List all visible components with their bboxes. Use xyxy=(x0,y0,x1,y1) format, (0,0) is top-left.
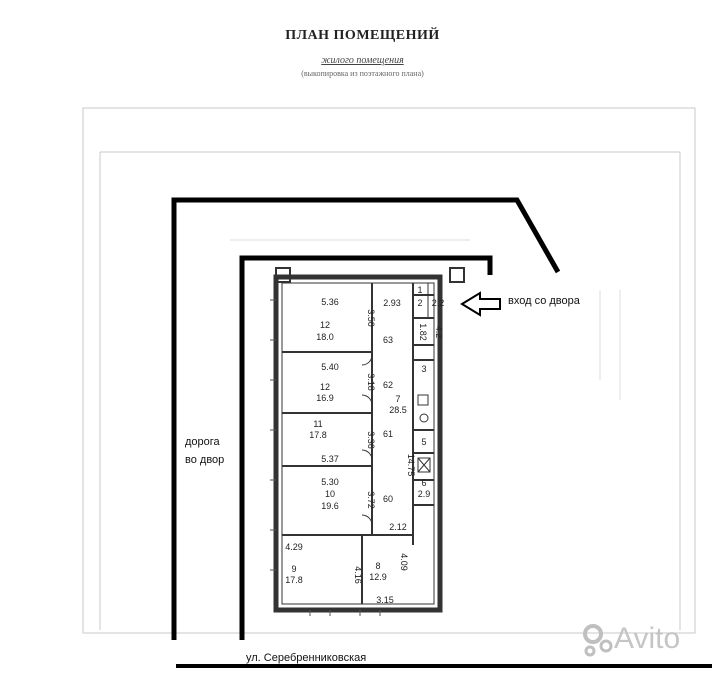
road-outline xyxy=(171,197,712,668)
dim-label: 5.30 xyxy=(321,477,339,487)
room-area: 19.6 xyxy=(321,501,339,511)
room-number: 7 xyxy=(395,394,400,404)
dim-label: 3.72 xyxy=(366,491,376,509)
room-area: 18.0 xyxy=(316,332,334,342)
dim-label: 3.18 xyxy=(366,373,376,391)
room-area: 17.8 xyxy=(285,575,303,585)
building-walls xyxy=(270,267,465,616)
room-area: 12.9 xyxy=(369,572,387,582)
room-number: 8 xyxy=(375,561,380,571)
room-number: 1 xyxy=(417,285,422,295)
room-number: 11 xyxy=(313,419,322,429)
room-area: 2.2 xyxy=(432,298,445,308)
dim-label: 4.16 xyxy=(353,566,363,584)
dim-label: 60 xyxy=(383,494,393,504)
dim-label: 1.82 xyxy=(418,323,428,341)
dim-label: 61 xyxy=(383,429,393,439)
dim-label: 2.12 xyxy=(389,522,407,532)
dim-label: 4.2 xyxy=(434,326,444,339)
avito-watermark: Avito xyxy=(583,622,680,657)
room-number: 10 xyxy=(325,489,335,499)
room-area: 16.9 xyxy=(316,393,334,403)
room-number: 12 xyxy=(320,382,330,392)
dim-label: 4.09 xyxy=(399,553,409,571)
vertical-dims: 3.50 3.18 3.36 3.72 14.75 4.16 4.09 1.82… xyxy=(353,309,444,584)
dim-label: 5.37 xyxy=(321,454,339,464)
dim-label: 5.40 xyxy=(321,362,339,372)
road-label-line2: во двор xyxy=(185,454,224,466)
plan-subtitle: жилого помещения xyxy=(321,55,404,66)
watermark-text: Avito xyxy=(614,622,680,655)
room-area: 17.8 xyxy=(309,430,327,440)
room-number: 12 xyxy=(320,320,330,330)
background-frame xyxy=(82,107,696,634)
interior-partitions xyxy=(282,283,434,604)
dim-label: 63 xyxy=(383,335,393,345)
entrance-arrow-icon xyxy=(460,291,501,317)
dim-label: 14.75 xyxy=(406,454,416,477)
dim-label: 2.93 xyxy=(383,298,401,308)
plan-title: ПЛАН ПОМЕЩЕНИЙ xyxy=(285,28,440,43)
room-number: 9 xyxy=(291,564,296,574)
room-number: 2 xyxy=(417,298,422,308)
room-labels: 5.36 12 18.0 5.40 12 16.9 11 17.8 5.37 5… xyxy=(285,285,444,605)
dim-label: 3.50 xyxy=(366,309,376,327)
entrance-label: вход со двора xyxy=(508,295,581,307)
plan-note: (выкопировка из поэтажного плана) xyxy=(301,69,424,78)
dim-label: 4.29 xyxy=(285,542,303,552)
room-number: 5 xyxy=(421,437,426,447)
dim-label: 3.15 xyxy=(376,595,394,605)
room-area: 2.9 xyxy=(418,489,431,499)
dim-label: 5.36 xyxy=(321,297,339,307)
dim-label: 62 xyxy=(383,380,393,390)
dim-label: 3.36 xyxy=(366,431,376,449)
room-number: 3 xyxy=(421,364,426,374)
room-number: 6 xyxy=(421,478,426,488)
room-area: 28.5 xyxy=(389,405,407,415)
street-label: ул. Серебренниковская xyxy=(246,652,366,664)
road-label-line1: дорога xyxy=(185,436,221,448)
